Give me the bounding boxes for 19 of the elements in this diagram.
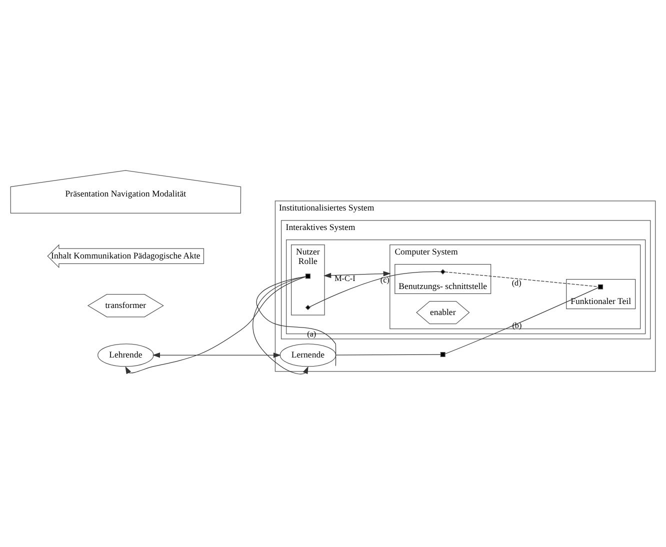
node-diamond: [305, 304, 311, 310]
connector: [256, 276, 336, 366]
node-ellipse: Lernende: [280, 344, 336, 367]
arrow: [125, 276, 306, 374]
node-diamond: [440, 269, 446, 274]
arrow: [152, 352, 281, 358]
connector: [444, 272, 598, 287]
node-ellipse: Lehrende: [98, 344, 154, 367]
cluster: Benutzungs- schnittstelle: [394, 264, 492, 294]
connector: [309, 271, 441, 308]
arrow: [252, 276, 308, 374]
arrow: [324, 271, 391, 278]
connector: [335, 354, 441, 356]
node-box: [598, 284, 604, 290]
cluster: Funktionaler Teil: [566, 279, 636, 310]
cluster: Nutzer Rolle: [291, 244, 325, 316]
node-box: [440, 352, 446, 358]
connector: [444, 287, 598, 354]
node-box: [305, 274, 310, 279]
